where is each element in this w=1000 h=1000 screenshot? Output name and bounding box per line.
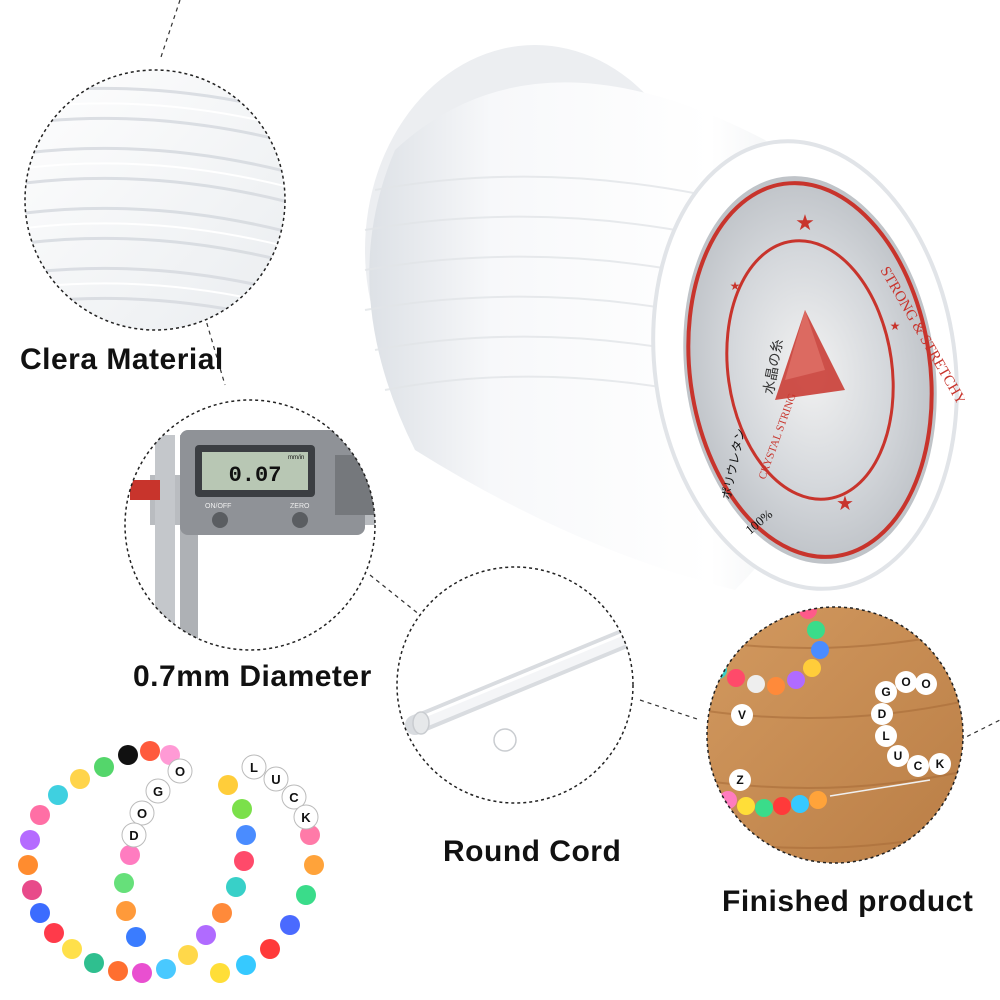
connector-diameter [369,574,421,616]
bead-letter: D [129,828,138,843]
caliper-onoff-label: ON/OFF [205,503,231,510]
svg-text:★: ★ [890,319,901,333]
caliper-zero-label: ZERO [290,503,310,510]
bead-letter: L [882,729,889,743]
round-cord-closeup [396,566,634,804]
bead-letter: O [137,806,147,821]
connector-material-top [159,0,181,61]
bead-letter: U [894,749,903,763]
bead-letter: Z [736,773,743,787]
label-diameter: 0.7mm Diameter [133,660,372,693]
bracelets-image: G O O D L U C K [18,741,324,983]
bead-letter: G [881,685,890,699]
bead-letter: K [301,810,311,825]
bracelet-left [18,741,176,983]
connector-material [199,299,226,386]
label-finished-product: Finished product [722,885,974,918]
caliper-unit: mm/in [288,455,304,461]
svg-text:★: ★ [730,279,741,293]
material-closeup [24,69,286,331]
bead-letter: O [175,764,185,779]
label-round-cord: Round Cord [443,835,622,868]
spool-image: ★ ★ ★ ★ STRONG & STRETCHY CRYSTAL STRING… [364,45,965,591]
label-clear-material: Clera Material [20,343,224,376]
svg-text:★: ★ [836,491,854,515]
bead-letter: K [936,757,945,771]
bead-letter: C [289,790,299,805]
finished-product-closeup: G O O D L U C K V Z [706,606,964,864]
bracelet-right [114,745,324,983]
bead-letter: O [921,677,930,691]
bead-letter: U [271,772,280,787]
bead-letter: D [878,707,887,721]
connector-finished [639,699,701,721]
finished-beads-bottom [719,791,827,817]
bead-letter: V [738,708,746,722]
bead-letter: O [901,675,910,689]
bead-letter: C [914,759,923,773]
bead-letter: G [153,784,163,799]
caliper-reading: 0.07 [229,463,282,488]
caliper-closeup: 0.07 mm/in ON/OFF ZERO [124,399,376,651]
svg-text:★: ★ [795,211,815,236]
bead-letter: L [250,760,258,775]
